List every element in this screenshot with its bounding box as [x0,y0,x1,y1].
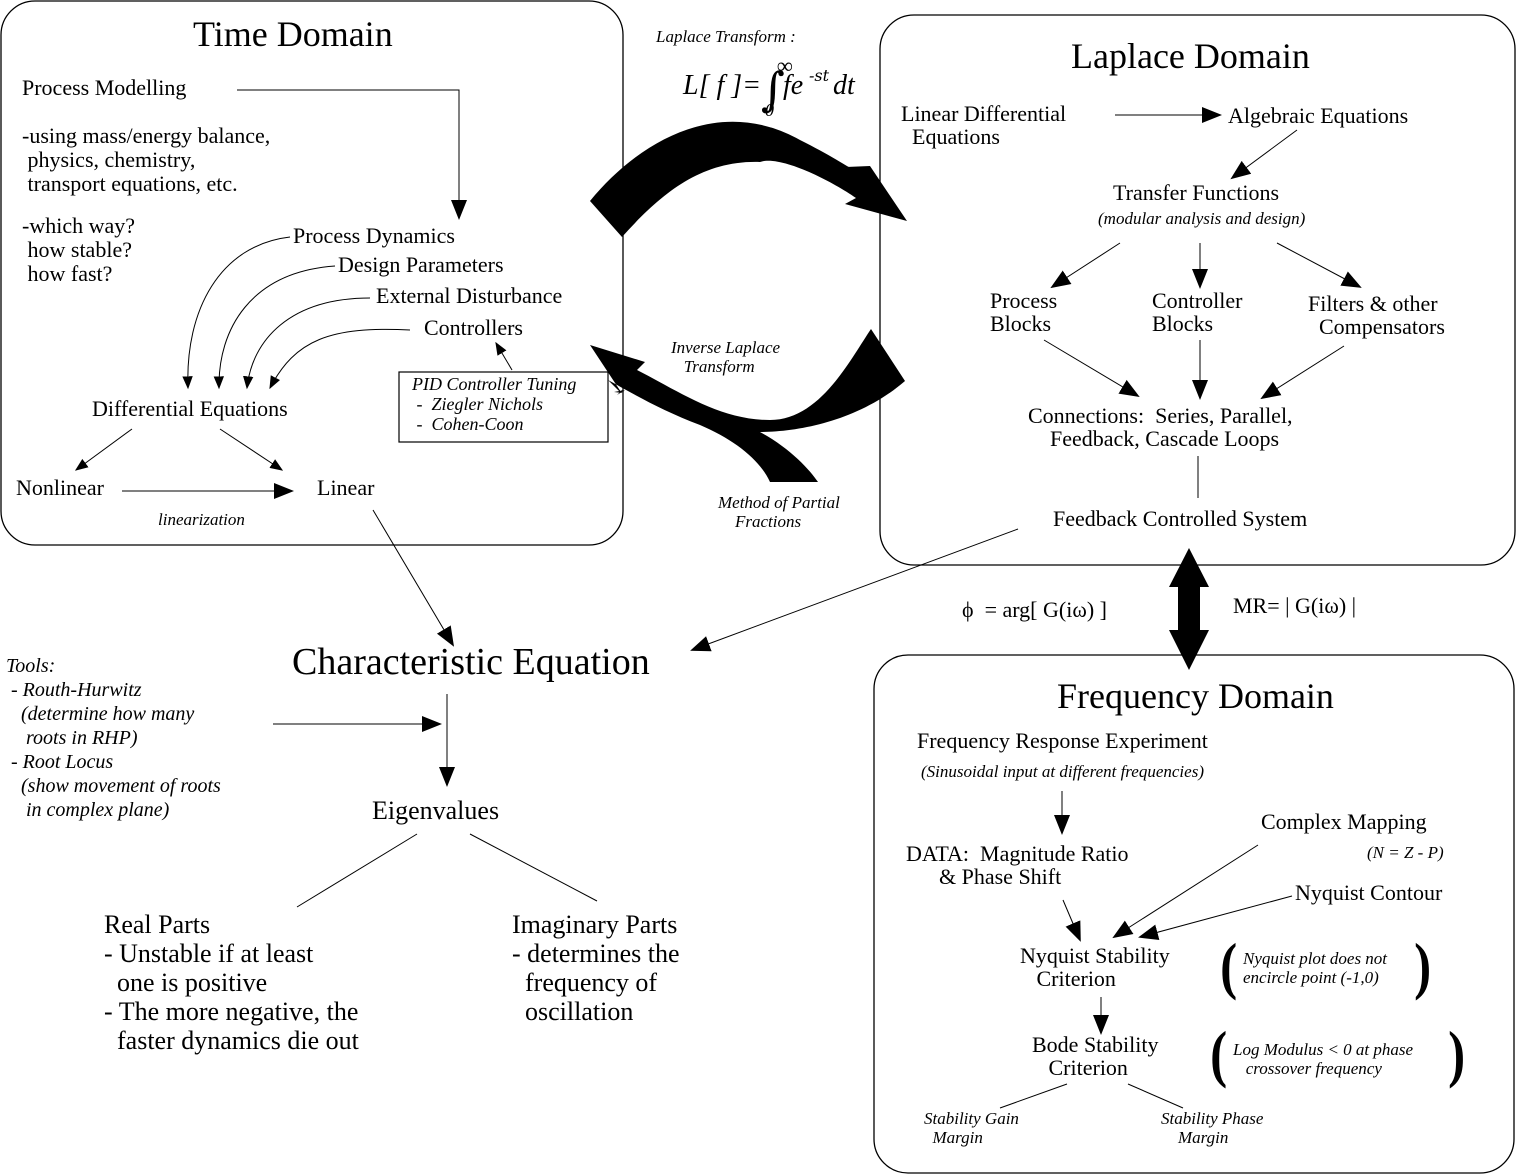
input-external-disturbance: External Disturbance [376,283,563,308]
arrow-feedback-to-characteristic [690,528,1019,652]
magnitude-ratio-formula: MR= | G(iω) | [1233,593,1357,618]
input-controllers: Controllers [424,315,523,340]
bode-criterion-label: Bode Stability Criterion [1032,1032,1159,1081]
formula-lhs: L[ f ]= [683,70,762,101]
nyquist-criterion-label: Nyquist Stability Criterion [1020,943,1170,992]
line-eigen-to-imaginary [469,833,598,902]
characteristic-equation-title: Characteristic Equation [292,641,650,683]
controller-blocks-label: Controller Blocks [1152,288,1243,337]
partial-fractions-label: Method of Partial Fractions [718,493,840,532]
arrow-dynamics-to-diffeq [182,236,291,390]
stability-questions: -which way? how stable? how fast? [22,213,136,287]
pid-tuning-title: PID Controller Tuning [412,374,577,394]
arrow-contour-to-nyquist [1138,895,1293,941]
arrow-disturbance-to-diffeq [243,297,371,390]
nyquist-note-close-paren: ) [1414,930,1432,1001]
integral-upper-limit: ∞ [777,53,793,78]
mapping-note: (N = Z - P) [1367,843,1444,862]
transfer-functions-note: (modular analysis and design) [1098,209,1306,228]
eigenvalues-label: Eigenvalues [372,796,500,825]
arrow-transfer-to-filters [1276,242,1362,288]
line-bode-to-phase [1127,1083,1184,1109]
formula-exponent: -st [809,66,830,85]
imaginary-parts-notes: Imaginary Parts - determines the frequen… [512,910,680,1027]
algebraic-equations-label: Algebraic Equations [1228,103,1409,128]
linearization-label: linearization [158,510,245,529]
pid-tuning-box: PID Controller Tuning - Ziegler Nichols … [412,374,576,434]
arrow-diffeq-to-linear [219,428,284,471]
line-eigen-to-real [296,833,418,908]
arrow-linear-to-characteristic [372,509,455,647]
frequency-response-experiment-label: Frequency Response Experiment [917,728,1208,753]
analysis-tools-list: Tools: - Routh-Hurwitz (determine how ma… [6,655,221,821]
stability-gain-margin-label: Stability Gain Margin [924,1109,1019,1147]
linear-differential-equations-label: Linear Differential Equations [901,101,1067,150]
data-magnitude-phase-label: DATA: Magnitude Ratio & Phase Shift [906,841,1129,890]
arrow-algebraic-to-transfer [1230,129,1298,180]
stability-phase-margin-label: Stability Phase Margin [1161,1109,1264,1147]
input-design-parameters: Design Parameters [338,252,504,277]
differential-equations-label: Differential Equations [92,396,288,421]
laplace-transform-arrow [590,121,907,237]
input-process-dynamics: Process Dynamics [293,223,455,248]
arrow-pid-to-controllers [495,341,513,371]
arrow-transfer-to-process [1050,242,1121,289]
arrow-filters-to-connections [1260,345,1345,400]
process-modelling-label: Process Modelling [22,75,187,100]
arrow-process-to-connections [1043,339,1140,398]
inverse-laplace-label: Inverse Laplace Transform [671,338,781,377]
pid-tuning-item: - Cohen-Coon [412,414,524,435]
nyquist-note-open-paren: ( [1220,930,1238,1001]
integral-lower-limit: 0 [765,100,774,120]
time-domain-title: Time Domain [193,14,393,54]
filters-compensators-label: Filters & other Compensators [1308,291,1445,340]
experiment-note: (Sinusoidal input at different frequenci… [921,762,1204,781]
complex-mapping-label: Complex Mapping [1261,809,1427,834]
nyquist-contour-label: Nyquist Contour [1295,880,1443,905]
time-domain-box [0,0,624,546]
arrow-design-to-diffeq [213,265,336,390]
pid-tuning-item: - Ziegler Nichols [412,394,544,415]
feedback-controlled-system-label: Feedback Controlled System [1053,506,1308,531]
laplace-transform-label: Laplace Transform : [656,27,796,46]
bode-note-open-paren: ( [1210,1018,1228,1089]
arrow-controllers-to-diffeq [269,328,411,390]
double-arrow-laplace-frequency [1169,548,1209,670]
line-bode-to-gain [999,1083,1068,1109]
inverse-laplace-arrow [590,329,905,482]
nyquist-note: Nyquist plot does not encircle point (-1… [1243,949,1388,988]
arrow-mapping-to-nyquist [1112,844,1259,939]
pid-box-border [398,371,609,443]
formula-dt: dt [833,70,855,101]
connections-label: Connections: Series, Parallel, Feedback,… [1028,403,1293,452]
formula-body: fe [783,70,804,101]
bode-note: Log Modulus < 0 at phase crossover frequ… [1233,1040,1414,1079]
phase-formula: ϕ = arg[ G(iω) ] [962,597,1107,622]
bode-note-close-paren: ) [1448,1018,1466,1089]
arrow-diffeq-to-nonlinear [74,428,133,471]
transfer-functions-label: Transfer Functions [1113,180,1280,205]
nonlinear-label: Nonlinear [16,475,104,500]
laplace-formula: L[ f ]= ∫ ∞ 0 fe -st dt [683,53,873,124]
integral-sign: ∫ [761,62,785,116]
modelling-notes: -using mass/energy balance, physics, che… [22,123,271,197]
arrow-modelling-to-dynamics [237,89,467,220]
linear-label: Linear [317,475,375,500]
real-parts-notes: Real Parts - Unstable if at least one is… [104,910,359,1056]
process-blocks-label: Process Blocks [990,288,1058,337]
arrow-data-to-nyquist [1062,899,1081,942]
frequency-domain-title: Frequency Domain [1057,676,1334,716]
laplace-domain-title: Laplace Domain [1071,36,1310,76]
